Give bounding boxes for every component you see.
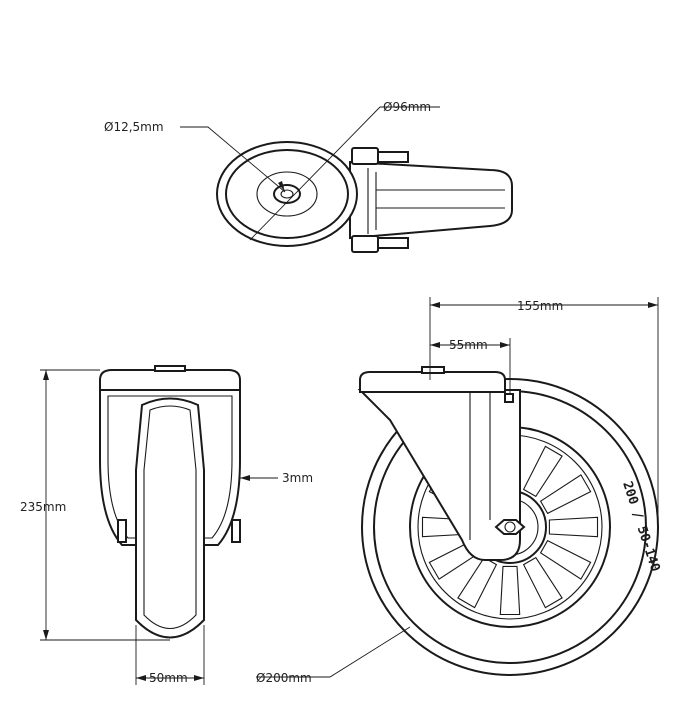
top-view-bolt-bottom (351, 235, 379, 253)
tread-arrow-left (136, 675, 146, 681)
bore-leader-arrow (278, 181, 285, 192)
front-view: 235mm 3mm 50mm (20, 365, 313, 685)
wheel-spoke (548, 516, 599, 538)
wheel-spoke (539, 539, 592, 580)
top-view-fork-body (349, 160, 513, 240)
side-view-fork (357, 389, 521, 561)
wheel-spoke (539, 474, 592, 515)
front-view-plate-tab (154, 365, 186, 372)
top-view-bore (273, 184, 301, 204)
wheel-spoke (522, 445, 563, 498)
top-view-wheel-outer (216, 141, 358, 247)
front-view-tire-inner (143, 405, 197, 629)
tread-width-label: 50mm (149, 671, 188, 685)
bore-diameter-label: Ø12,5mm (104, 120, 164, 134)
front-view-fork-inner (107, 395, 233, 539)
height-label: 235mm (20, 500, 66, 514)
thickness-arrow (240, 475, 250, 481)
top-view-plate-top (377, 151, 409, 163)
height-arrow-top (43, 370, 49, 380)
side-view: 200 / 50-140 155mm 55mm Ø200mm (256, 297, 663, 685)
side-view-axle-nut (494, 519, 526, 535)
width-arrow-right (648, 302, 658, 308)
wheel-top-diameter-label: Ø96mm (383, 100, 431, 114)
top-view-wheel-rim (225, 149, 349, 239)
overall-width-label: 155mm (517, 299, 563, 313)
wheel-spoke (522, 556, 563, 609)
thickness-label: 3mm (282, 471, 313, 485)
offset-arrow-right (500, 342, 510, 348)
top-view: Ø12,5mm Ø96mm (104, 100, 513, 253)
side-view-stop (504, 393, 514, 403)
offset-arrow-left (430, 342, 440, 348)
height-arrow-bottom (43, 630, 49, 640)
front-view-tire (135, 397, 205, 639)
plate-offset-label: 55mm (449, 338, 488, 352)
wheel-spoke (499, 565, 521, 616)
bore-leader (180, 126, 286, 193)
top-view-bolt-top (351, 147, 379, 165)
wheel-diameter-leader (256, 626, 411, 678)
wheel-top-leader (249, 106, 440, 241)
width-arrow-left (430, 302, 440, 308)
top-view-bore-inner (280, 189, 294, 199)
wheel-diameter-label: Ø200mm (256, 671, 312, 685)
side-view-axle (504, 521, 516, 533)
side-view-plate-tab (421, 366, 445, 374)
top-view-hub (256, 171, 318, 217)
side-view-top-plate (359, 371, 506, 393)
front-view-top-plate (99, 369, 241, 391)
tread-arrow-right (194, 675, 204, 681)
front-view-axle-nut-right (231, 519, 241, 543)
top-view-plate-bottom (377, 237, 409, 249)
front-view-axle-nut-left (117, 519, 127, 543)
